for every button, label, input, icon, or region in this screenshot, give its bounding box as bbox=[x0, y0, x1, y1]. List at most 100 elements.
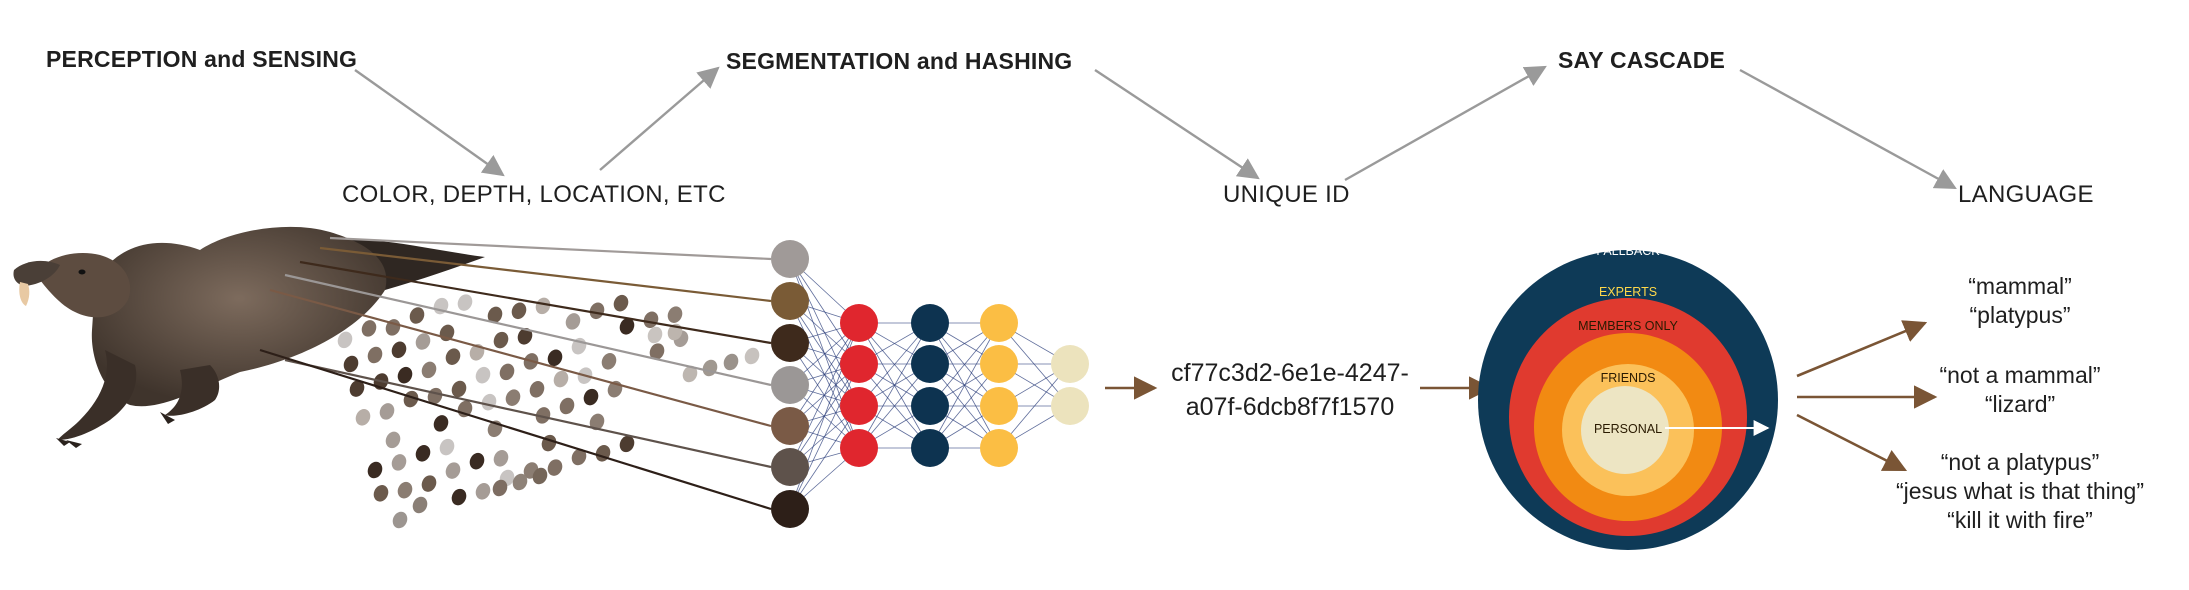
point-cloud-dot bbox=[619, 318, 635, 335]
point-cloud-dot bbox=[589, 413, 605, 431]
point-cloud-dot bbox=[532, 467, 548, 485]
point-cloud-dot bbox=[595, 445, 611, 462]
point-cloud-dot bbox=[667, 306, 683, 323]
point-cloud-dot bbox=[385, 319, 401, 336]
point-cloud-dot bbox=[492, 479, 508, 497]
point-cloud-dot bbox=[355, 409, 371, 426]
ring-label-fallback: FALLBACK bbox=[1596, 244, 1660, 258]
point-cloud-dot bbox=[409, 307, 425, 324]
ring-label-personal: PERSONAL bbox=[1593, 422, 1663, 436]
network-edge bbox=[789, 405, 860, 510]
point-cloud-dot bbox=[702, 359, 718, 377]
arrow-perception-to-features bbox=[354, 69, 505, 177]
point-cloud-dot bbox=[451, 380, 467, 398]
hash-line-1: cf77c3d2-6e1e-4247- bbox=[1171, 359, 1409, 387]
point-cloud-dot bbox=[367, 461, 383, 479]
point-cloud bbox=[337, 294, 760, 529]
point-cloud-dot bbox=[559, 397, 575, 415]
point-cloud-dot bbox=[529, 381, 545, 398]
point-cloud-dot bbox=[647, 326, 663, 344]
network-edge bbox=[789, 322, 860, 427]
point-cloud-dot bbox=[565, 313, 581, 330]
stage-label-say-cascade: SAY CASCADE bbox=[1558, 47, 1726, 73]
platypus-bill-tip bbox=[19, 282, 30, 306]
input-node bbox=[771, 240, 809, 278]
network-edge bbox=[789, 363, 860, 510]
hidden-node-layer-3 bbox=[980, 387, 1018, 425]
point-cloud-dot bbox=[439, 438, 455, 456]
point-cloud-dot bbox=[361, 320, 377, 337]
hash-line-2: a07f-6dcb8f7f1570 bbox=[1185, 393, 1395, 421]
point-cloud-dot bbox=[397, 366, 413, 384]
hidden-node-layer-3 bbox=[980, 345, 1018, 383]
network-edges bbox=[789, 258, 1071, 510]
input-node bbox=[771, 282, 809, 320]
platypus-hind-leg bbox=[165, 365, 220, 416]
arrow-unique-id-to-say-cascade bbox=[1344, 65, 1547, 182]
point-cloud-dot bbox=[421, 361, 437, 379]
hidden-node-layer-2 bbox=[911, 345, 949, 383]
hidden-node-layer-2 bbox=[911, 304, 949, 342]
point-cloud-dot bbox=[392, 511, 408, 529]
point-cloud-dot bbox=[445, 462, 461, 479]
sampling-ray bbox=[269, 288, 772, 428]
output-label-features: COLOR, DEPTH, LOCATION, ETC bbox=[342, 181, 726, 208]
point-cloud-dot bbox=[385, 431, 401, 449]
point-cloud-dot bbox=[547, 349, 563, 367]
sampling-rays bbox=[259, 236, 772, 511]
point-cloud-dot bbox=[349, 380, 365, 397]
response-platypus: “platypus” bbox=[1969, 302, 2071, 328]
point-cloud-dot bbox=[744, 347, 760, 365]
point-cloud-dot bbox=[535, 297, 551, 315]
network-edge bbox=[929, 322, 1000, 449]
response-mammal: “mammal” bbox=[1968, 273, 2072, 299]
output-label-unique-id: UNIQUE ID bbox=[1223, 181, 1350, 208]
sampling-ray bbox=[259, 348, 772, 511]
point-cloud-dot bbox=[433, 415, 449, 432]
point-cloud-dot bbox=[505, 389, 521, 406]
platypus-body bbox=[91, 226, 387, 407]
platypus-front-claws bbox=[56, 438, 82, 448]
point-cloud-dot bbox=[547, 459, 563, 476]
point-cloud-dot bbox=[337, 331, 353, 349]
ring-personal bbox=[1581, 386, 1669, 474]
flow-arrows bbox=[354, 65, 1957, 190]
hidden-node-layer-2 bbox=[911, 387, 949, 425]
response-group-3: “not a platypus” “jesus what is that thi… bbox=[1855, 448, 2185, 535]
point-cloud-dot bbox=[601, 353, 617, 370]
point-cloud-dot bbox=[451, 488, 467, 506]
stage-label-perception: PERCEPTION and SENSING bbox=[46, 46, 358, 72]
hidden-node-layer-1 bbox=[840, 387, 878, 425]
input-node bbox=[771, 366, 809, 404]
point-cloud-dot bbox=[682, 365, 698, 383]
response-group-1: “mammal” “platypus” bbox=[1900, 272, 2140, 330]
point-cloud-dot bbox=[367, 346, 383, 364]
point-cloud-dot bbox=[613, 294, 629, 312]
response-jesus-what-is-that-thing: “jesus what is that thing” bbox=[1895, 478, 2144, 504]
point-cloud-dot bbox=[475, 483, 491, 500]
arrow-features-to-segmentation bbox=[599, 66, 720, 171]
point-cloud-dot bbox=[493, 450, 509, 467]
point-cloud-dot bbox=[499, 363, 515, 381]
platypus-eye bbox=[78, 269, 86, 275]
point-cloud-dot bbox=[391, 341, 407, 359]
point-cloud-dot bbox=[511, 302, 527, 320]
point-cloud-dot bbox=[589, 302, 605, 320]
arrow-to-response-group-3 bbox=[1796, 413, 1908, 472]
point-cloud-dot bbox=[397, 481, 413, 499]
input-node bbox=[771, 490, 809, 528]
point-cloud-dot bbox=[619, 435, 635, 453]
point-cloud-dot bbox=[415, 333, 431, 350]
network-edge bbox=[858, 322, 931, 449]
point-cloud-dot bbox=[421, 475, 437, 492]
arrow-segmentation-to-unique-id bbox=[1094, 68, 1260, 180]
point-cloud-dot bbox=[379, 403, 395, 420]
point-cloud-dot bbox=[445, 348, 461, 365]
point-cloud-dot bbox=[433, 297, 449, 315]
input-node bbox=[771, 407, 809, 445]
sampling-ray bbox=[299, 260, 772, 345]
arrow-say-cascade-to-language bbox=[1739, 68, 1957, 190]
point-cloud-dot bbox=[723, 353, 739, 371]
